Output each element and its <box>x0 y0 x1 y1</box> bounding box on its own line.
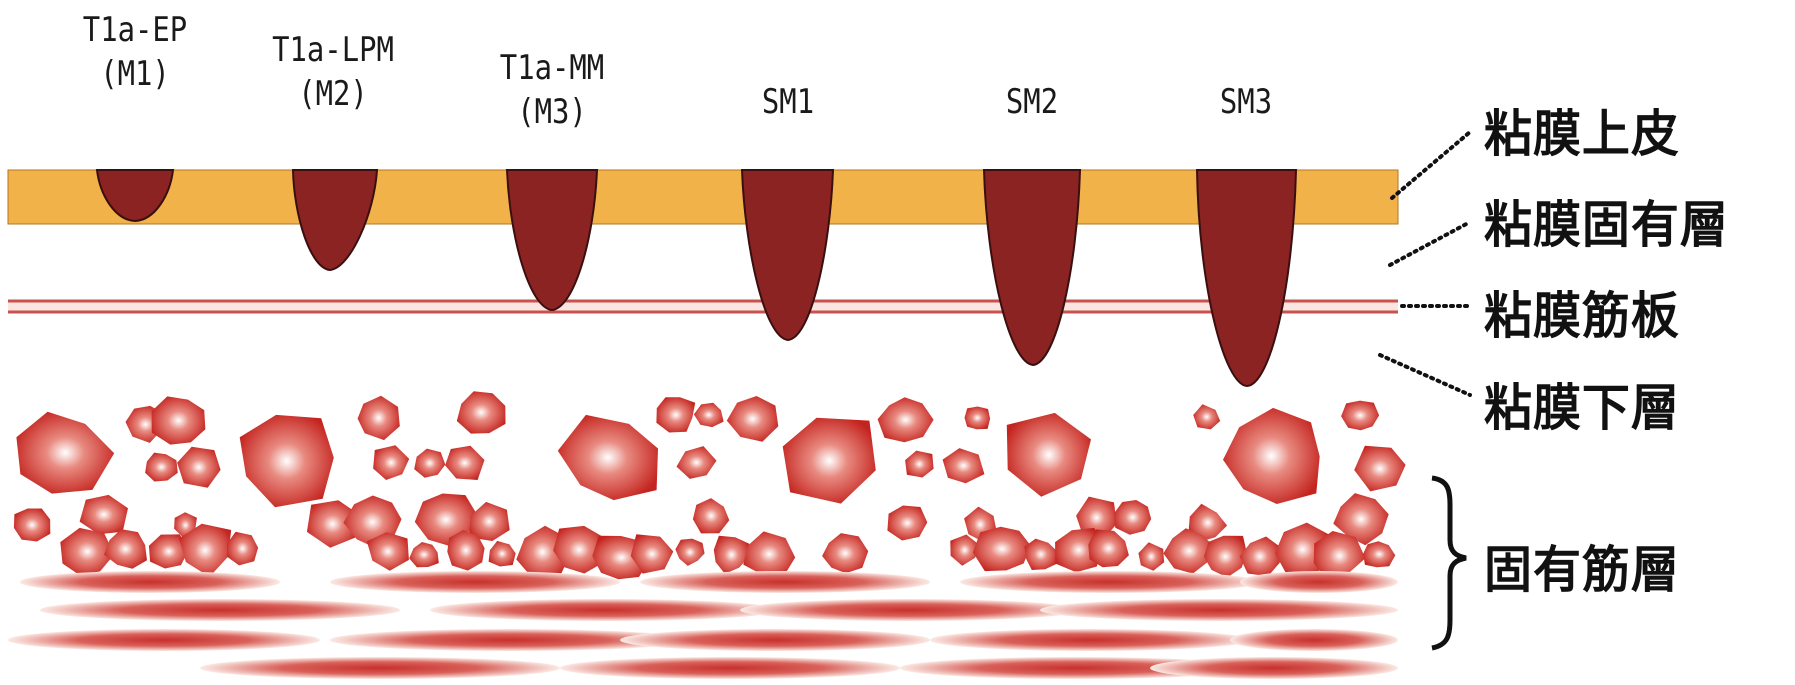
muscle-cell <box>675 539 704 566</box>
muscle-cell <box>1193 404 1220 429</box>
brace-icon <box>1432 478 1466 648</box>
muscle-cell <box>1088 529 1129 567</box>
muscularis-propria-cells <box>14 391 1406 580</box>
muscle-cell <box>414 449 445 478</box>
muscle-cell <box>1024 539 1057 570</box>
leader-submucosa <box>1380 355 1470 395</box>
muscularis-propria-fibers <box>8 571 1398 679</box>
muscle-cell <box>152 396 206 444</box>
leader-epithelium <box>1392 132 1470 198</box>
depth-label-sm2: SM2 <box>1006 80 1058 124</box>
muscle-cell <box>409 542 439 567</box>
muscle-cell <box>887 506 927 541</box>
muscle-cell <box>1138 542 1164 571</box>
muscle-cell <box>445 446 484 480</box>
tumor-m2 <box>293 170 377 270</box>
muscle-cell <box>1354 446 1405 492</box>
tumor-sm1 <box>742 170 833 340</box>
depth-label-sm3: SM3 <box>1220 80 1272 124</box>
muscle-cell <box>694 403 724 427</box>
leader-lamina-propria <box>1390 222 1470 265</box>
muscle-cell <box>1341 401 1379 431</box>
muscle-fiber <box>1230 629 1398 651</box>
muscle-cell <box>656 397 695 432</box>
muscle-fiber <box>740 599 1080 621</box>
muscle-fiber <box>200 657 560 679</box>
muscle-cell <box>965 407 991 430</box>
muscle-cell <box>558 415 658 500</box>
muscle-cell <box>1223 408 1320 504</box>
muscle-cell <box>16 412 114 494</box>
muscle-fiber <box>960 571 1260 593</box>
depth-label-m1: T1a-EP (M1) <box>83 8 187 96</box>
label-muscularis-mucosae: 粘膜筋板 <box>1484 276 1680 348</box>
muscle-cell <box>227 532 258 566</box>
muscle-fiber <box>20 571 280 593</box>
muscle-fiber <box>930 629 1250 651</box>
muscle-fiber <box>620 629 930 651</box>
tumor-m3 <box>507 170 597 310</box>
muscle-cell <box>457 391 506 433</box>
muscle-fiber <box>560 657 900 679</box>
depth-label-m3: T1a-MM (M3) <box>500 46 604 134</box>
muscle-fiber <box>640 571 930 593</box>
tumor-sm2 <box>984 170 1080 365</box>
label-muscularis-propria: 固有筋層 <box>1484 530 1680 602</box>
muscle-fiber <box>330 571 620 593</box>
muscle-fiber <box>8 629 320 651</box>
muscle-fiber <box>1040 599 1398 621</box>
muscle-cell <box>1240 537 1281 577</box>
muscle-cell <box>489 541 516 567</box>
muscle-cell <box>145 453 178 482</box>
muscle-cell <box>14 509 50 542</box>
muscle-fiber <box>1150 657 1398 679</box>
epithelium-layer <box>8 170 1398 224</box>
muscle-cell <box>240 415 334 507</box>
muscle-fiber <box>40 599 400 621</box>
muscle-cell <box>1114 500 1151 535</box>
muscle-cell <box>878 397 934 442</box>
muscle-cell <box>177 447 221 488</box>
muscle-fiber <box>1240 571 1398 593</box>
label-submucosa: 粘膜下層 <box>1484 368 1680 440</box>
muscle-cell <box>1007 413 1091 497</box>
tumor-sm3 <box>1197 170 1296 386</box>
muscularis-mucosae-layer <box>8 300 1398 313</box>
muscle-cell <box>783 418 876 504</box>
muscle-cell <box>677 446 717 479</box>
label-epithelium: 粘膜上皮 <box>1484 94 1680 166</box>
muscle-cell <box>104 529 147 569</box>
muscle-cell <box>358 396 400 440</box>
muscle-cell <box>943 448 985 483</box>
muscle-cell <box>80 495 128 534</box>
depth-label-m2: T1a-LPM (M2) <box>272 28 394 116</box>
muscle-cell <box>743 531 795 576</box>
muscle-cell <box>822 533 868 573</box>
muscle-cell <box>727 396 779 442</box>
muscle-cell <box>373 445 409 480</box>
depth-label-sm1: SM1 <box>762 80 814 124</box>
muscle-cell <box>714 536 750 574</box>
muscle-cell <box>973 527 1031 571</box>
muscle-fiber <box>430 599 780 621</box>
muscle-cell <box>905 451 934 478</box>
muscle-cell <box>693 498 729 533</box>
label-lamina-propria: 粘膜固有層 <box>1484 185 1729 257</box>
muscle-cell <box>1363 541 1395 567</box>
